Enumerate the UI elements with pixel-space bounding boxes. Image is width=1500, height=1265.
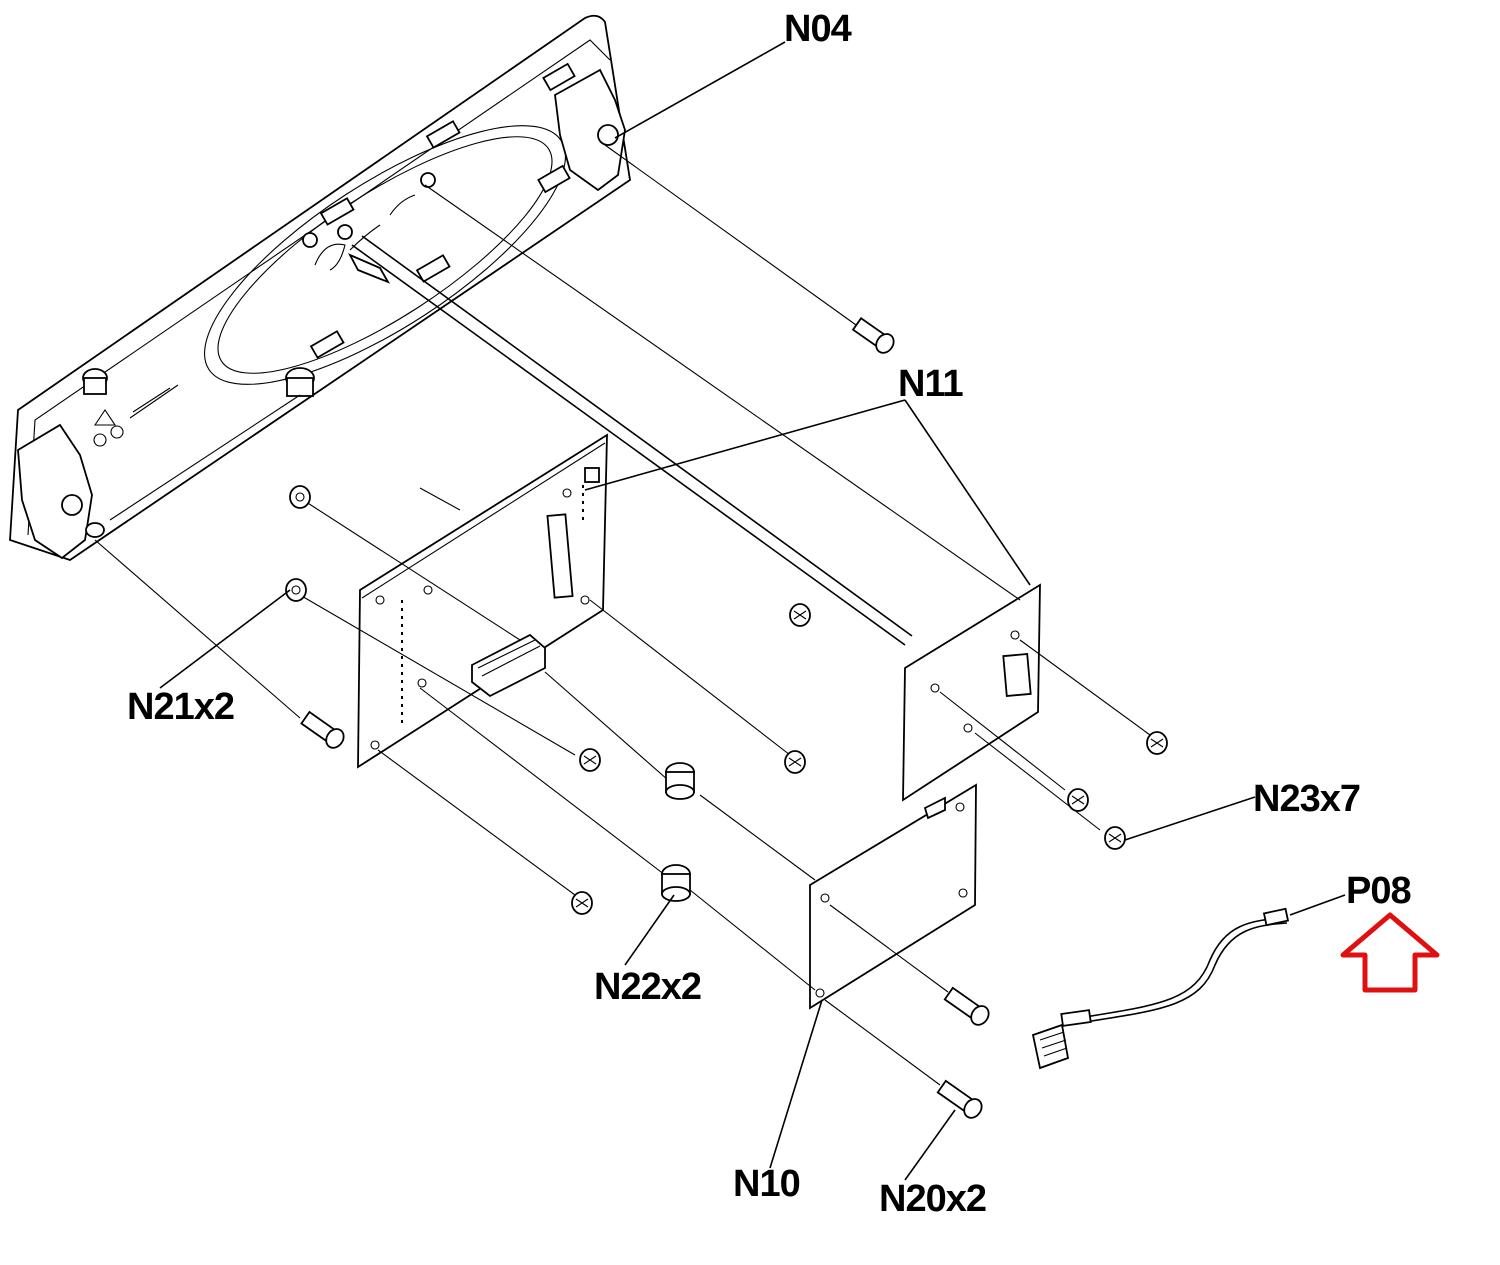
highlight-arrow-icon [1340, 912, 1440, 993]
screws [285, 316, 1168, 1119]
cable-assembly-p08 [1031, 907, 1290, 1070]
rear-board-n11 [902, 583, 1041, 802]
assembly-lines [94, 144, 1151, 1086]
callout-n22: N22x2 [594, 966, 702, 1008]
callout-n11: N11 [898, 363, 964, 405]
leader-lines [159, 41, 1346, 1181]
callout-n21: N21x2 [127, 686, 235, 728]
callout-n23: N23x7 [1253, 778, 1361, 820]
lower-board-n10 [809, 783, 977, 1010]
callout-n10: N10 [733, 1163, 801, 1205]
callout-n20: N20x2 [879, 1178, 987, 1220]
callout-n04: N04 [784, 8, 852, 50]
front-panel-housing [9, 14, 913, 646]
callout-p08: P08 [1346, 870, 1412, 912]
main-circuit-board [357, 433, 608, 769]
